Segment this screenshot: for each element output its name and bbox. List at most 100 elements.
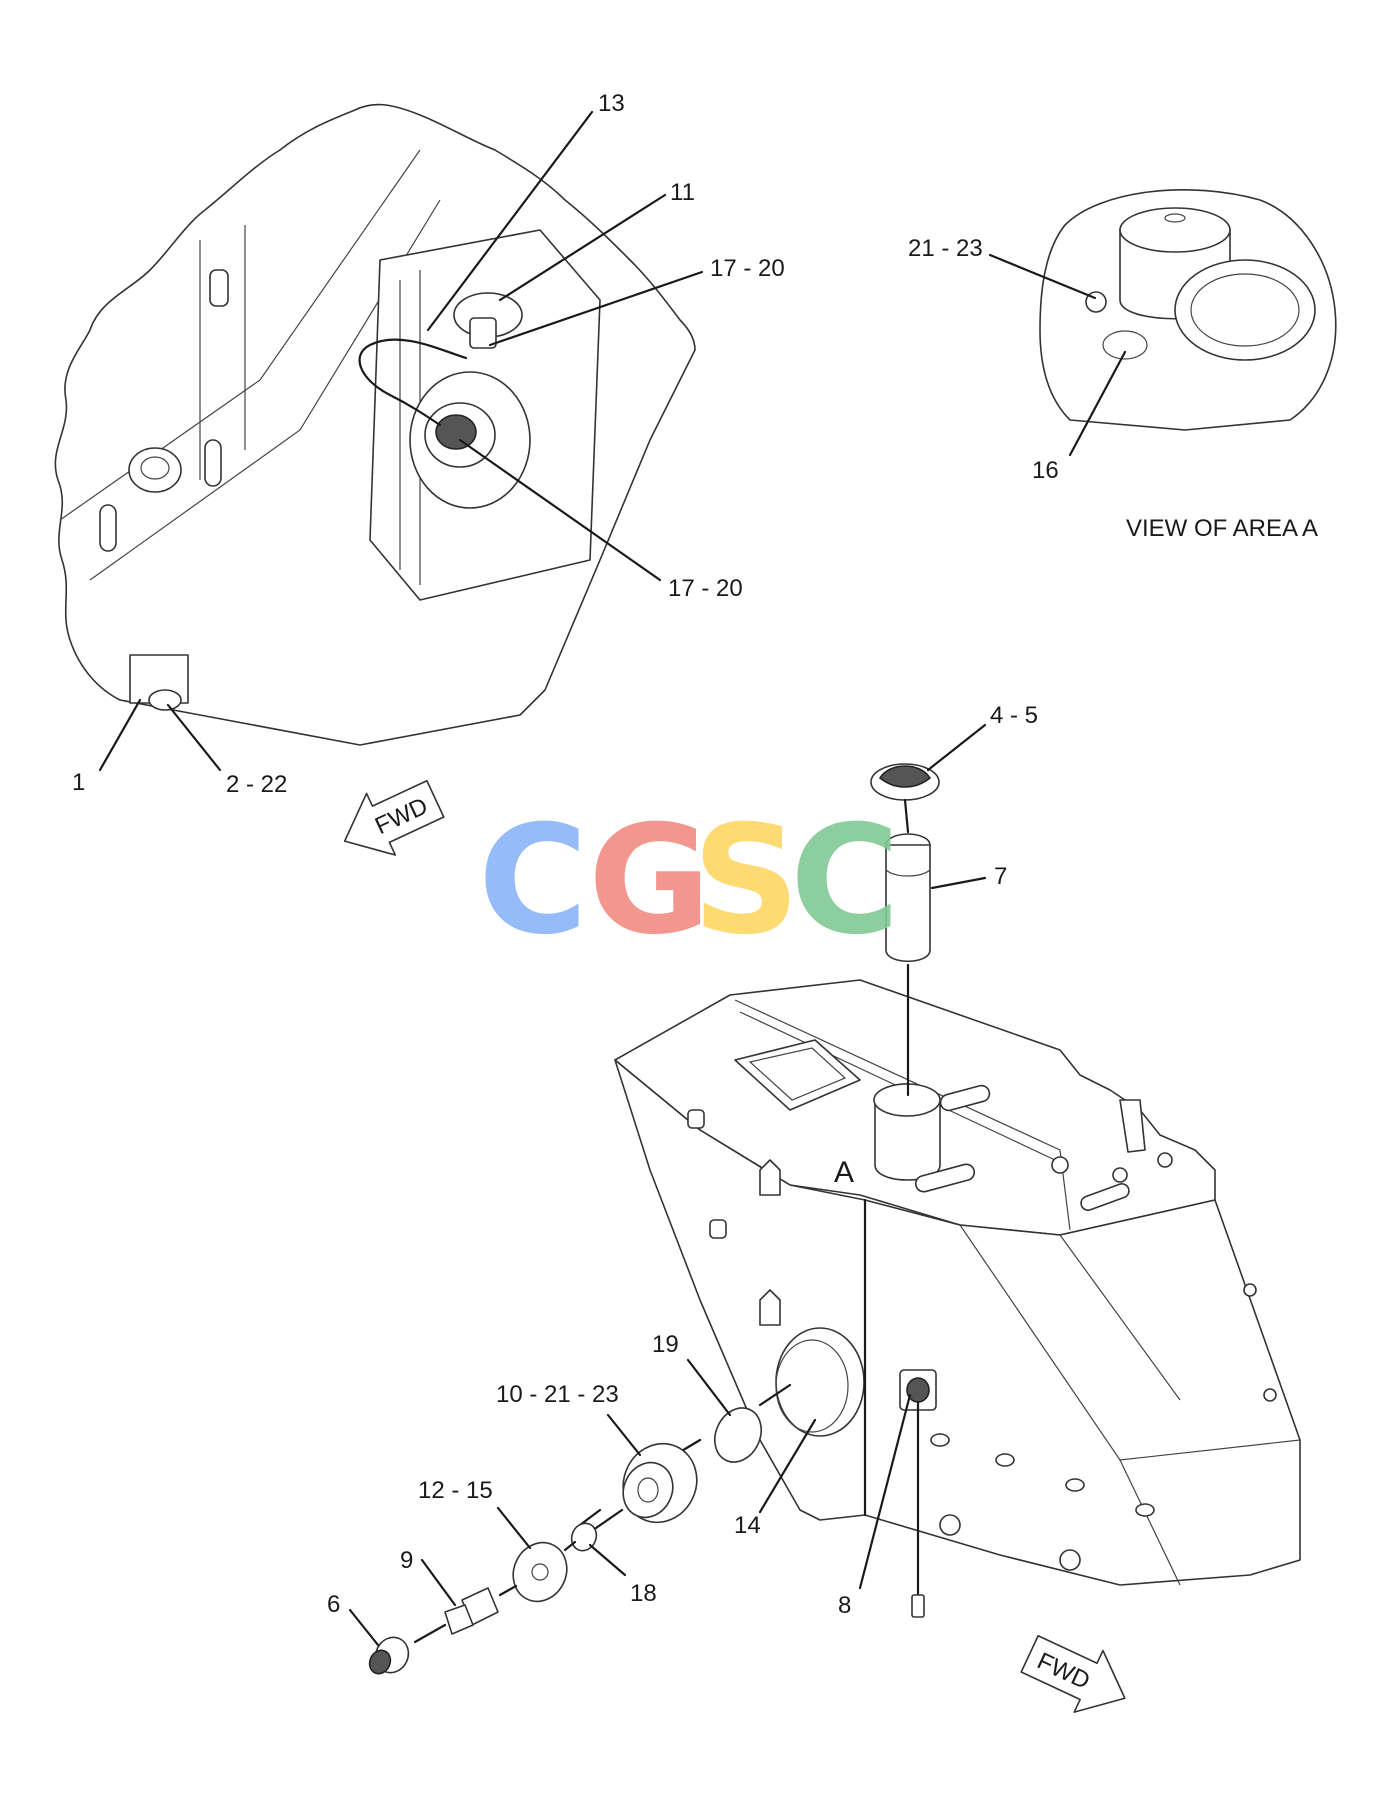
- watermark-letter-c2: C: [790, 794, 900, 968]
- upper-detail-view: [54, 103, 696, 746]
- rf-hole-4: [1135, 1503, 1155, 1517]
- tank-connector-socket: [906, 1377, 930, 1403]
- leader-21-23: [988, 253, 1097, 300]
- rf-stud-1: [1243, 1283, 1257, 1297]
- callout-14: 14: [734, 1512, 761, 1539]
- fwd-arrow-right-shape: [1020, 1634, 1126, 1713]
- assembly-axis-vertical: [903, 798, 910, 1097]
- detail-slot-3: [204, 439, 222, 487]
- rf-stud-2: [1263, 1388, 1277, 1402]
- cgsc-watermark: C G S C: [478, 794, 900, 968]
- area-a-detail: [1039, 189, 1337, 431]
- detail-slot-1: [209, 269, 229, 307]
- detail-knob-inner: [140, 456, 170, 480]
- leader-11: [498, 193, 667, 302]
- left-tab-2: [759, 1289, 781, 1326]
- callout-labels: 13 11 17 - 20 17 - 20 21 - 23 16 VIEW OF…: [72, 90, 1318, 1619]
- callout-16: 16: [1032, 457, 1059, 484]
- leader-4-5: [926, 723, 987, 772]
- leader-10-21-23: [606, 1413, 642, 1457]
- watermark-letter-c1: C: [478, 794, 588, 968]
- filler-neck-boss: [1164, 213, 1186, 223]
- top-slot-3: [1080, 1183, 1130, 1211]
- leader-17-20-bottom: [458, 438, 662, 582]
- rf-boss-1: [939, 1514, 961, 1536]
- view-of-area-a-label: VIEW OF AREA A: [1126, 515, 1318, 542]
- fwd-arrow-left-shape: [343, 779, 445, 856]
- callout-11: 11: [670, 179, 695, 206]
- leader-17-20-top: [488, 270, 704, 347]
- top-bolt-2: [1112, 1167, 1128, 1183]
- tank-right-face: [864, 1199, 1301, 1586]
- callout-19: 19: [652, 1331, 679, 1358]
- leader-2-22: [166, 703, 222, 772]
- tank-side-port-inner: [775, 1339, 849, 1433]
- leader-16: [1068, 350, 1127, 457]
- drain-plug: [148, 689, 182, 711]
- callout-4-5: 4 - 5: [990, 702, 1038, 729]
- detail-slot-2: [99, 504, 117, 552]
- sender-flange-hub: [622, 1461, 674, 1519]
- strainer-tube: [885, 844, 931, 962]
- callout-7: 7: [994, 863, 1007, 890]
- callout-12-15: 12 - 15: [418, 1477, 493, 1504]
- left-tab-1: [759, 1159, 781, 1196]
- tank-access-cover: [734, 1039, 861, 1111]
- tank-side-port: [775, 1327, 865, 1437]
- top-slot-2: [914, 1163, 976, 1193]
- strainer-band: [885, 869, 931, 877]
- rf-hole-2: [995, 1453, 1015, 1467]
- hydraulic-tank: [614, 979, 1301, 1618]
- leader-8: [858, 1393, 912, 1590]
- rf-boss-2: [1059, 1549, 1081, 1571]
- leader-9: [420, 1558, 457, 1607]
- filler-neck-opening: [1174, 259, 1316, 361]
- top-bolt-1: [1051, 1156, 1069, 1174]
- watermark-letter-g: G: [588, 794, 711, 968]
- callout-2-22: 2 - 22: [226, 771, 287, 798]
- leader-18: [588, 1543, 627, 1577]
- assembly-axis-parts: [413, 1508, 624, 1644]
- detail-harness: [358, 338, 468, 427]
- leader-lines: [98, 110, 1127, 1647]
- watermark-letter-s: S: [692, 794, 800, 968]
- left-stud-2: [709, 1219, 727, 1239]
- leader-7: [930, 876, 987, 890]
- callout-21-23: 21 - 23: [908, 235, 983, 262]
- callout-18: 18: [630, 1580, 657, 1607]
- callout-17-20-top: 17 - 20: [710, 255, 785, 282]
- breather-cap-top: [878, 765, 932, 788]
- leader-19: [686, 1358, 732, 1417]
- leader-13: [426, 110, 594, 332]
- o-ring-18: [570, 1522, 598, 1552]
- top-slot-1: [939, 1084, 991, 1112]
- leader-1: [98, 698, 142, 772]
- detail-slot-column: [199, 225, 246, 480]
- fwd-arrow-left: FWD: [343, 779, 445, 856]
- callout-8: 8: [838, 1592, 851, 1619]
- filler-neck-top: [1119, 207, 1231, 253]
- top-bolt-3: [1157, 1152, 1173, 1168]
- sensor-wire-plug: [911, 1594, 925, 1618]
- fwd-arrow-right: FWD: [1020, 1634, 1126, 1713]
- callout-1: 1: [72, 769, 85, 796]
- sender-fitting: [469, 317, 497, 349]
- left-stud-1: [687, 1109, 705, 1129]
- leader-14: [758, 1418, 817, 1514]
- leader-12-15: [496, 1506, 532, 1550]
- filler-neck-opening-inner: [1190, 273, 1300, 347]
- area-a-gasket: [1102, 330, 1148, 360]
- exploded-parts: [368, 763, 940, 1675]
- callout-17-20-bottom: 17 - 20: [668, 575, 743, 602]
- callout-10-21-23: 10 - 21 - 23: [496, 1381, 619, 1408]
- o-ring-19: [714, 1407, 762, 1463]
- rf-hole-1: [930, 1433, 950, 1447]
- tank-access-cover-inner: [748, 1047, 847, 1101]
- callout-13: 13: [598, 90, 625, 117]
- detail-knob: [128, 447, 182, 493]
- fitting-stem: [444, 1604, 474, 1635]
- plug-end: [368, 1649, 392, 1675]
- sender-flange-bore: [637, 1477, 659, 1503]
- tank-filler-neck: [874, 1099, 941, 1181]
